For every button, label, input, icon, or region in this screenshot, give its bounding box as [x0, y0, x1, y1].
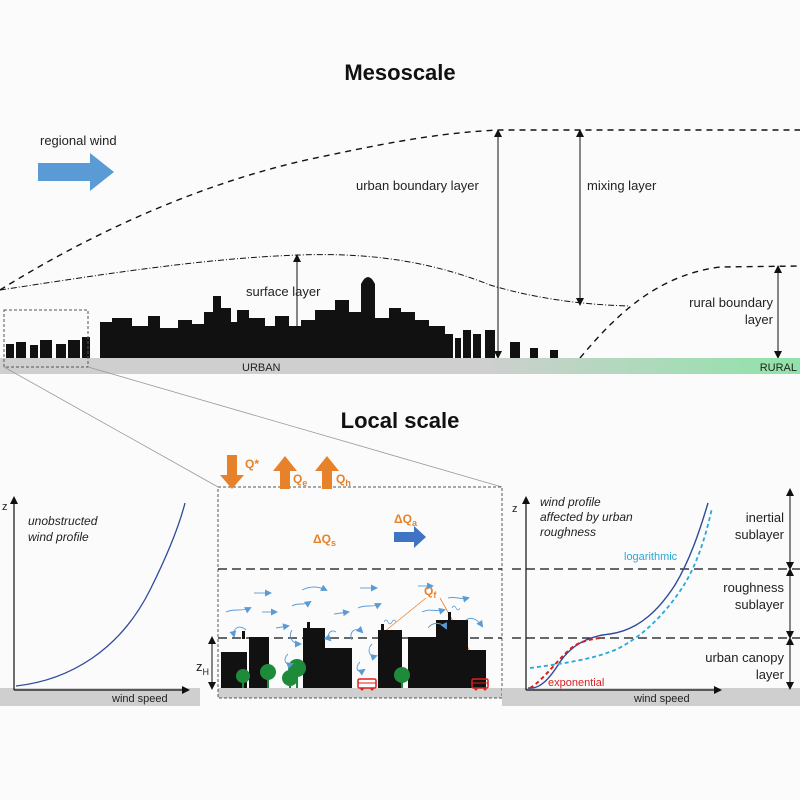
delta-q-s-sub: s [331, 538, 336, 548]
zoom-line-left [3, 366, 219, 488]
z-h-main: z [196, 659, 203, 674]
z-h-sub: H [203, 667, 210, 677]
q-f-sub: f [433, 590, 437, 600]
surface-layer-label: surface layer [246, 284, 321, 299]
delta-q-a-label: ΔQa [394, 512, 418, 528]
q-star-arrow [220, 455, 244, 489]
left-plot-axis-x: wind speed [111, 693, 168, 705]
local-scale-title: Local scale [341, 408, 460, 433]
q-f-main: Q [424, 584, 433, 598]
urban-canopy-label-line2: layer [756, 667, 785, 682]
right-plot-axis-x: wind speed [633, 693, 690, 705]
urban-canopy-label-line1: urban canopy [705, 650, 784, 665]
q-star-label: Q* [245, 457, 259, 471]
ground-urban-label: URBAN [242, 362, 281, 374]
q-h-sub: h [345, 478, 351, 488]
zoom-source-box [3, 309, 89, 368]
logarithmic-label: logarithmic [624, 551, 678, 563]
q-f-pointer-left [383, 597, 427, 633]
q-e-label: Qe [293, 472, 307, 488]
mesoscale-title: Mesoscale [344, 60, 455, 85]
rural-boundary-layer-label-line2: layer [745, 312, 774, 327]
right-plot-caption-line2: affected by urban [540, 510, 633, 524]
turbulent-wind-arrows [225, 582, 484, 676]
ground-rural-label: RURAL [760, 362, 797, 374]
q-h-main: Q [336, 472, 345, 486]
logarithmic-profile-curve [529, 507, 713, 669]
tree-icon [236, 669, 250, 683]
zoom-line-right [87, 366, 503, 488]
left-plot-axis-z: z [2, 501, 8, 513]
q-e-main: Q [293, 472, 302, 486]
heat-wisps [383, 605, 461, 625]
roughness-sublayer-label-line1: roughness [723, 580, 784, 595]
right-plot-caption-line1: wind profile [540, 495, 601, 509]
inertial-sublayer-label-line2: sublayer [735, 527, 785, 542]
left-plot-caption-line2: wind profile [28, 530, 89, 544]
left-plot-caption-line1: unobstructed [28, 514, 98, 528]
local-scale-box [217, 486, 503, 699]
delta-q-s-main: ΔQ [313, 532, 331, 546]
center-buildings [221, 612, 486, 688]
exponential-profile-curve [529, 637, 605, 689]
right-plot-axis-z: z [512, 503, 518, 515]
rural-boundary-layer-curve [579, 265, 800, 359]
q-e-sub: e [302, 478, 307, 488]
q-h-arrow [315, 456, 339, 489]
tree-icon [260, 664, 276, 680]
rural-boundary-layer-label-line1: rural boundary [689, 295, 773, 310]
delta-q-s-label: ΔQs [313, 532, 336, 548]
delta-q-a-main: ΔQ [394, 512, 412, 526]
regional-wind-arrow [38, 153, 114, 191]
inertial-sublayer-label-line1: inertial [746, 510, 784, 525]
right-wind-profile-plot [502, 496, 800, 706]
urban-boundary-layer-label: urban boundary layer [356, 178, 480, 193]
regional-wind-label: regional wind [40, 133, 117, 148]
center-ground-strip [218, 688, 502, 698]
ground-strip [0, 358, 800, 374]
delta-q-a-sub: a [412, 518, 418, 528]
q-e-arrow [273, 456, 297, 489]
tree-icon [394, 667, 410, 683]
center-trees [236, 659, 410, 686]
urban-wind-profile-curve [527, 502, 709, 689]
urban-boundary-layer-curve [0, 129, 800, 291]
exponential-label: exponential [548, 677, 604, 689]
roughness-sublayer-label-line2: sublayer [735, 597, 785, 612]
unobstructed-wind-profile-curve [15, 502, 186, 687]
q-f-label: Qf [424, 584, 437, 600]
z-h-label: zH [196, 659, 209, 677]
mixing-layer-label: mixing layer [587, 178, 657, 193]
tree-trunks [242, 676, 403, 688]
right-plot-caption-line3: roughness [540, 525, 596, 539]
q-h-label: Qh [336, 472, 351, 488]
tree-icon [288, 659, 306, 677]
surface-layer-curve [0, 254, 631, 307]
left-wind-profile-plot [0, 496, 200, 706]
bus-icon [357, 678, 377, 691]
delta-q-a-arrow [394, 526, 426, 548]
city-skyline [6, 277, 558, 358]
bus-icon [471, 678, 489, 691]
